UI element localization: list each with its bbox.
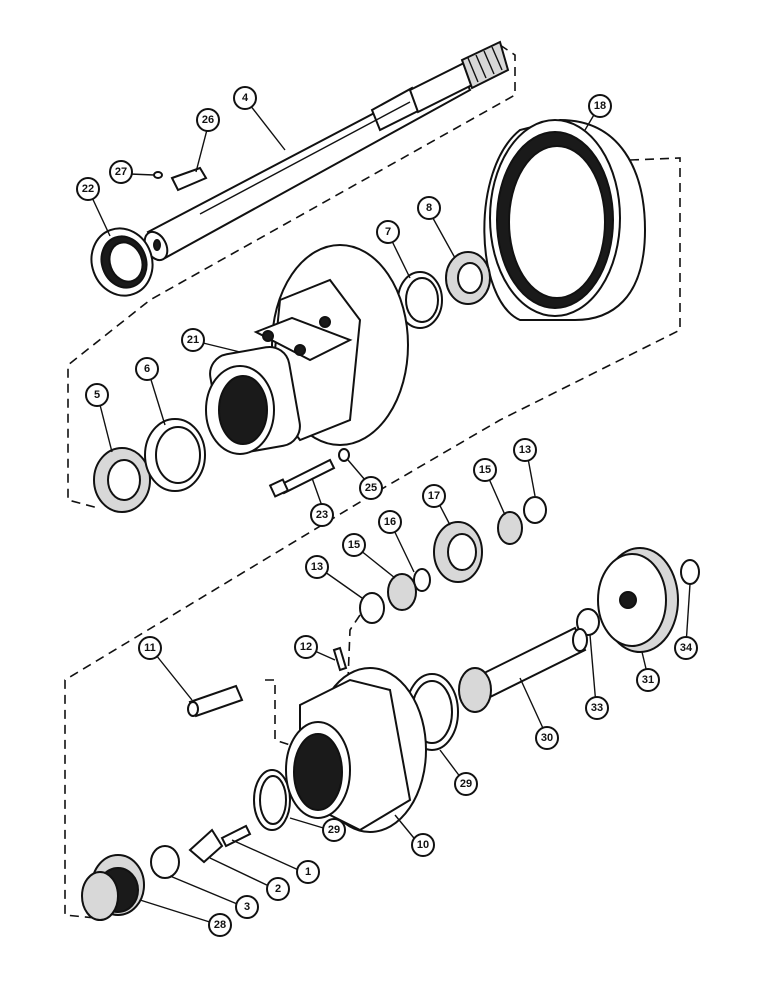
sun-gear-shaft-part [458, 626, 588, 713]
seal-part [90, 227, 154, 297]
callout-25: 25 [359, 476, 383, 500]
callout-29-upper: 29 [454, 772, 478, 796]
svg-text:11: 11 [144, 642, 156, 654]
svg-text:1: 1 [305, 866, 311, 878]
callout-34: 34 [674, 636, 698, 660]
callout-8: 8 [417, 196, 441, 220]
callout-15-lower: 15 [342, 533, 366, 557]
callout-26: 26 [196, 108, 220, 132]
svg-text:13: 13 [311, 561, 323, 573]
callout-31: 31 [636, 668, 660, 692]
callout-22: 22 [76, 177, 100, 201]
svg-text:22: 22 [82, 183, 94, 195]
callout-10: 10 [411, 833, 435, 857]
svg-text:15: 15 [348, 539, 360, 551]
svg-text:7: 7 [385, 226, 391, 238]
ring-gear-part [483, 118, 647, 321]
svg-text:27: 27 [115, 166, 127, 178]
axle-shaft-part [143, 40, 510, 262]
roll-pin-part [332, 646, 348, 672]
callout-4: 4 [233, 86, 257, 110]
key-part [170, 166, 208, 192]
svg-text:3: 3 [244, 901, 250, 913]
svg-text:8: 8 [426, 202, 432, 214]
svg-text:26: 26 [202, 114, 214, 126]
snap-ring-33-part [576, 608, 600, 636]
snap-ring-34-part [680, 559, 700, 585]
svg-text:21: 21 [187, 334, 199, 346]
washer-part [338, 448, 350, 462]
planet-carrier-gear-part [597, 547, 679, 653]
callout-12: 12 [294, 635, 318, 659]
svg-text:2: 2 [275, 883, 281, 895]
callout-7: 7 [376, 220, 400, 244]
callout-11: 11 [138, 636, 162, 660]
callout-18: 18 [588, 94, 612, 118]
callout-30: 30 [535, 726, 559, 750]
coupling-gear-part [81, 854, 145, 921]
svg-text:30: 30 [541, 732, 553, 744]
planet-carrier-part [285, 667, 427, 833]
svg-text:33: 33 [591, 702, 603, 714]
bearing-cone-part [445, 251, 491, 305]
callout-28: 28 [208, 913, 232, 937]
thrust-washer-part [150, 845, 180, 879]
callout-29-lower: 29 [322, 818, 346, 842]
callout-33: 33 [585, 696, 609, 720]
callout-16: 16 [378, 510, 402, 534]
svg-text:15: 15 [479, 464, 491, 476]
assembly-dash-lines [64, 44, 681, 919]
svg-text:16: 16 [384, 516, 396, 528]
callout-17: 17 [422, 484, 446, 508]
svg-text:29: 29 [328, 824, 340, 836]
svg-text:29: 29 [460, 778, 472, 790]
svg-text:23: 23 [316, 509, 328, 521]
svg-text:13: 13 [519, 444, 531, 456]
bolt-part [268, 458, 336, 498]
snap-ring-29-lower-part [253, 769, 291, 831]
svg-text:4: 4 [242, 92, 249, 104]
svg-text:34: 34 [680, 642, 693, 654]
svg-text:18: 18 [594, 100, 606, 112]
svg-text:5: 5 [94, 389, 100, 401]
bearing-cone-5-part [93, 447, 151, 513]
callout-1: 1 [296, 860, 320, 884]
svg-text:25: 25 [365, 482, 377, 494]
svg-text:28: 28 [214, 919, 226, 931]
callout-2: 2 [266, 877, 290, 901]
planet-gear-set-part [359, 496, 547, 624]
svg-text:6: 6 [144, 363, 150, 375]
svg-text:17: 17 [428, 490, 440, 502]
callout-5: 5 [85, 383, 109, 407]
callout-21: 21 [181, 328, 205, 352]
callout-15-upper: 15 [473, 458, 497, 482]
bearing-cup-6-part [144, 418, 206, 492]
callout-6: 6 [135, 357, 159, 381]
svg-text:10: 10 [417, 839, 429, 851]
callout-27: 27 [109, 160, 133, 184]
lock-plate-part [188, 828, 224, 864]
planet-pin-part [187, 684, 244, 718]
pin-part [153, 171, 163, 179]
callout-3: 3 [235, 895, 259, 919]
svg-text:31: 31 [642, 674, 654, 686]
svg-text:12: 12 [300, 641, 312, 653]
callout-13-lower: 13 [305, 555, 329, 579]
bolt-1-part [220, 824, 252, 848]
callout-13-upper: 13 [513, 438, 537, 462]
callout-23: 23 [310, 503, 334, 527]
hub-housing-part [205, 244, 409, 455]
